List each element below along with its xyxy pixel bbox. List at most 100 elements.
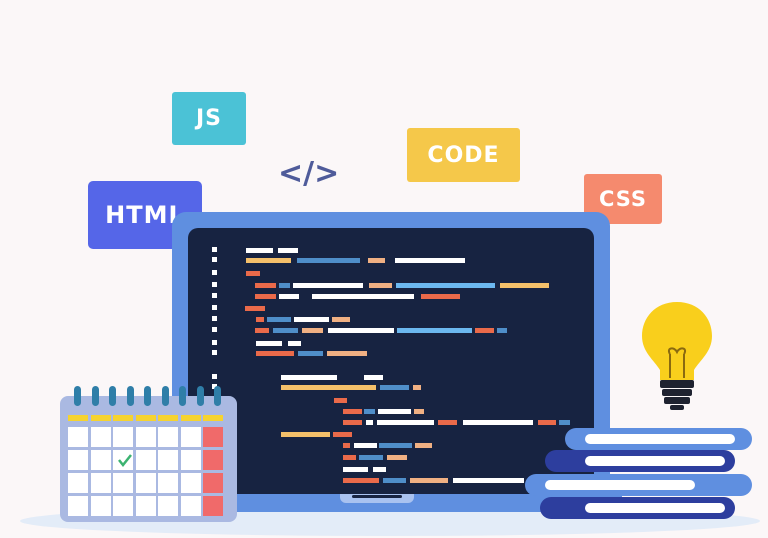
code-bar <box>397 328 472 333</box>
calendar-day-cell <box>135 450 156 470</box>
code-bar <box>354 443 377 448</box>
calendar-header-cell <box>90 415 111 421</box>
calendar-ring <box>126 386 134 406</box>
line-number-marker <box>212 305 217 310</box>
line-number-marker <box>212 340 217 345</box>
code-bar <box>475 328 494 333</box>
code-bar <box>538 420 556 425</box>
code-bar <box>267 317 291 322</box>
calendar-day-cell <box>203 450 223 470</box>
code-bar <box>497 328 507 333</box>
code-bar <box>328 328 394 333</box>
code-bar <box>246 248 273 253</box>
code-bar <box>255 283 276 288</box>
book-pages <box>585 456 725 466</box>
calendar-ring <box>109 386 116 406</box>
calendar-header-cell <box>180 415 201 421</box>
code-bar <box>343 467 368 472</box>
code-bar <box>413 385 421 390</box>
code-brackets-icon: </> <box>278 156 340 191</box>
code-bar <box>245 306 265 311</box>
code-bar <box>438 420 457 425</box>
line-number-marker <box>212 293 217 298</box>
line-number-marker <box>212 316 217 321</box>
code-bar <box>343 443 350 448</box>
code-bar <box>256 317 264 322</box>
book-pages <box>585 503 725 513</box>
calendar-day-cell <box>158 427 178 447</box>
calendar-header-cell <box>203 415 223 421</box>
code-bar <box>366 420 373 425</box>
calendar-day-cell <box>158 496 178 516</box>
calendar-day-cell <box>203 473 223 493</box>
light-bulb-icon <box>642 302 712 410</box>
line-number-marker <box>212 374 217 379</box>
code-bar <box>343 478 379 483</box>
calendar-day-cell <box>90 473 111 493</box>
calendar-day-cell <box>113 427 133 447</box>
book-pages <box>545 480 695 490</box>
calendar-day-cell <box>203 496 223 516</box>
code-bar <box>463 420 533 425</box>
code-bar <box>453 478 524 483</box>
code-bar <box>380 385 409 390</box>
code-bar <box>421 294 460 299</box>
calendar-ring <box>214 386 221 406</box>
code-bar <box>256 351 294 356</box>
calendar-day-cell <box>90 427 111 447</box>
calendar-ring <box>179 386 186 406</box>
calendar-ring <box>144 386 151 406</box>
calendar-day-cell <box>68 473 88 493</box>
line-number-marker <box>212 327 217 332</box>
code-bar <box>279 294 299 299</box>
code-bar <box>255 294 276 299</box>
js-tag: JS <box>172 92 246 145</box>
line-number-marker <box>212 282 217 287</box>
code-bar <box>332 317 350 322</box>
code-bar <box>255 328 269 333</box>
laptop-base <box>160 494 622 512</box>
code-bar <box>359 455 383 460</box>
calendar-day-cell <box>180 496 201 516</box>
calendar-ring <box>91 386 99 406</box>
code-bar <box>379 443 412 448</box>
code-bar <box>281 385 376 390</box>
calendar-day-cell <box>180 427 201 447</box>
code-bar <box>312 294 414 299</box>
calendar-day-cell <box>113 496 133 516</box>
code-tag: CODE <box>407 128 520 182</box>
calendar-ring <box>196 386 204 406</box>
calendar-day-cell <box>68 496 88 516</box>
code-bar <box>395 258 465 263</box>
code-bar <box>294 317 329 322</box>
code-bar <box>414 409 424 414</box>
code-bar <box>373 467 386 472</box>
code-bar <box>293 283 363 288</box>
code-bar <box>302 328 323 333</box>
code-bar <box>278 248 298 253</box>
code-bar <box>364 375 383 380</box>
code-bar <box>298 351 323 356</box>
calendar-day-cell <box>90 496 111 516</box>
calendar-day-cell <box>158 450 178 470</box>
code-bar <box>559 420 570 425</box>
calendar-day-cell <box>180 450 201 470</box>
code-bar <box>334 398 347 403</box>
code-bar <box>297 258 360 263</box>
calendar-header-cell <box>113 415 133 421</box>
line-number-marker <box>212 350 217 355</box>
code-bar <box>327 351 367 356</box>
calendar-header-cell <box>68 415 88 421</box>
calendar-ring <box>161 386 169 406</box>
code-bar <box>288 341 301 346</box>
line-number-marker <box>212 270 217 275</box>
code-bar <box>273 328 298 333</box>
code-bar <box>368 258 385 263</box>
code-bar <box>256 341 282 346</box>
calendar-day-cell <box>113 473 133 493</box>
code-bar <box>500 283 549 288</box>
laptop-notch-slot <box>352 495 402 498</box>
calendar-day-cell <box>180 473 201 493</box>
calendar-day-cell <box>90 450 111 470</box>
code-bar <box>364 409 375 414</box>
